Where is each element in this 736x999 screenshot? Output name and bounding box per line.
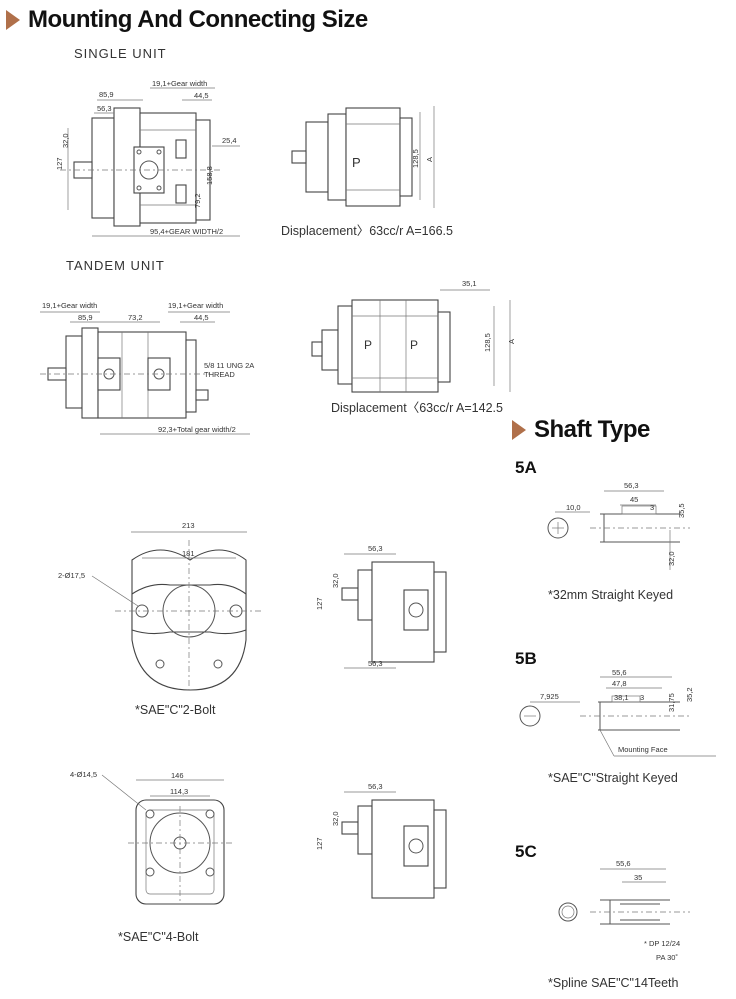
shaft-5b-label: 5B — [515, 649, 537, 668]
heading-text: Shaft Type — [534, 416, 650, 443]
dim-32-0: 32,0 — [61, 133, 70, 148]
dim-127: 127 — [315, 837, 324, 850]
shaft-5c-label: 5C — [515, 842, 537, 861]
dim-31-75: 31,75 — [667, 693, 676, 712]
bolt4-caption: *SAE"C"4-Bolt — [118, 930, 199, 944]
bolt2-caption: *SAE"C"2-Bolt — [135, 703, 216, 717]
dim-a: A — [507, 339, 516, 344]
dim-2-hole: 2-Ø17,5 — [58, 571, 85, 580]
heading-text: Mounting And Connecting Size — [28, 6, 368, 33]
spline-pa: PA 30˚ — [656, 953, 678, 962]
triangle-bullet-icon — [512, 420, 526, 440]
dim-gear-width: 19,1+Gear width — [152, 79, 207, 88]
dim-127: 127 — [315, 597, 324, 610]
dim-128-5: 128,5 — [483, 333, 492, 352]
dim-4-hole: 4-Ø14,5 — [70, 770, 97, 779]
thread-spec: 5/8 11 UNG 2A — [204, 361, 254, 370]
dim-56-3-bottom: 56,3 — [368, 659, 383, 668]
dim-181: 181 — [182, 549, 195, 558]
dim-128-5: 128,5 — [411, 149, 420, 168]
shaft-5a-label: 5A — [515, 458, 537, 477]
bolt4-side-view: 56,3 32,0 127 — [315, 782, 447, 899]
dim-127: 127 — [55, 157, 64, 170]
dim-32-0: 32,0 — [331, 573, 340, 588]
dim-85-9: 85,9 — [99, 90, 114, 99]
dim-45: 45 — [630, 495, 638, 504]
dim-gear-width-b: 19,1+Gear width — [168, 301, 223, 310]
shaft-5a-caption: *32mm Straight Keyed — [548, 588, 674, 602]
dim-10-0: 10,0 — [566, 503, 581, 512]
shaft-5c-drawing: 55,6 35 * DP 12/24 PA 30˚ — [558, 859, 690, 962]
pump-p-label-2: P — [410, 338, 418, 352]
triangle-bullet-icon — [6, 10, 20, 30]
tandem-unit-top-view: P P 35,1 128,5 A — [311, 279, 516, 393]
dim-56-3: 56,3 — [97, 104, 112, 113]
tandem-unit-title: TANDEM UNIT — [66, 258, 165, 273]
dim-146: 146 — [171, 771, 184, 780]
dim-85-9: 85,9 — [78, 313, 93, 322]
dim-158-8: 158,8 — [205, 166, 214, 185]
dim-35-1: 35,1 — [462, 279, 477, 288]
dim-3: 3 — [640, 693, 644, 702]
dim-95-4: 95,4+GEAR WIDTH/2 — [150, 227, 223, 236]
dim-55-6: 55,6 — [612, 668, 627, 677]
bolt4-front-view: 146 114,3 4-Ø14,5 — [70, 770, 232, 905]
shaft-5b-drawing: 55,6 47,8 7,925 38,1 3 31,75 35,2 Mounti… — [519, 668, 716, 757]
dim-56-3: 56,3 — [368, 782, 383, 791]
dim-44-5: 44,5 — [194, 313, 209, 322]
dim-3: 3 — [650, 503, 654, 512]
dim-44-5: 44,5 — [194, 91, 209, 100]
dim-32-0: 32,0 — [331, 811, 340, 826]
dim-35: 35 — [634, 873, 642, 882]
pump-p-label-1: P — [364, 338, 372, 352]
single-unit-top-view: P 128,5 A — [291, 106, 435, 208]
bolt2-front-view: 213 181 2-Ø17,5 — [58, 521, 262, 691]
dim-a: A — [425, 157, 434, 162]
dim-56-3: 56,3 — [624, 481, 639, 490]
mounting-face-label: Mounting Face — [618, 745, 668, 754]
dim-56-3-top: 56,3 — [368, 544, 383, 553]
shaft-5b-caption: *SAE"C"Straight Keyed — [548, 771, 678, 785]
single-unit-caption: Displacement〉63cc/r A=166.5 — [281, 224, 453, 238]
dim-213: 213 — [182, 521, 195, 530]
section-heading-mounting: Mounting And Connecting Size — [6, 6, 368, 34]
dim-7-925: 7,925 — [540, 692, 559, 701]
bolt2-side-view: 56,3 32,0 127 56,3 — [315, 544, 447, 669]
pump-p-label: P — [352, 155, 361, 170]
dim-35-5: 35,5 — [677, 503, 686, 518]
dim-25-4: 25,4 — [222, 136, 237, 145]
shaft-5a-drawing: 56,3 45 10,0 3 35,5 32,0 — [547, 481, 690, 570]
dim-79-2: 79,2 — [193, 193, 202, 208]
tandem-unit-caption: Displacement〈63cc/r A=142.5 — [331, 401, 503, 415]
dim-47-8: 47,8 — [612, 679, 627, 688]
dim-114-3: 114,3 — [170, 787, 188, 796]
dim-32-0: 32,0 — [667, 551, 676, 566]
section-heading-shaft: Shaft Type — [512, 416, 650, 444]
spline-dp: * DP 12/24 — [644, 939, 680, 948]
single-unit-side-view: 85,9 56,3 19,1+Gear width 44,5 127 32,0 … — [55, 79, 240, 237]
thread-label: THREAD — [204, 370, 235, 379]
shaft-5c-caption: *Spline SAE"C"14Teeth — [548, 976, 679, 990]
dim-73-2: 73,2 — [128, 313, 143, 322]
dim-55-6: 55,6 — [616, 859, 631, 868]
dim-38-1: 38,1 — [614, 693, 629, 702]
tandem-unit-side-view: 19,1+Gear width 85,9 73,2 19,1+Gear widt… — [40, 301, 254, 435]
dim-35-2: 35,2 — [685, 687, 694, 702]
single-unit-title: SINGLE UNIT — [74, 46, 167, 61]
dim-gear-width-a: 19,1+Gear width — [42, 301, 97, 310]
dim-92-3: 92,3+Total gear width/2 — [158, 425, 236, 434]
